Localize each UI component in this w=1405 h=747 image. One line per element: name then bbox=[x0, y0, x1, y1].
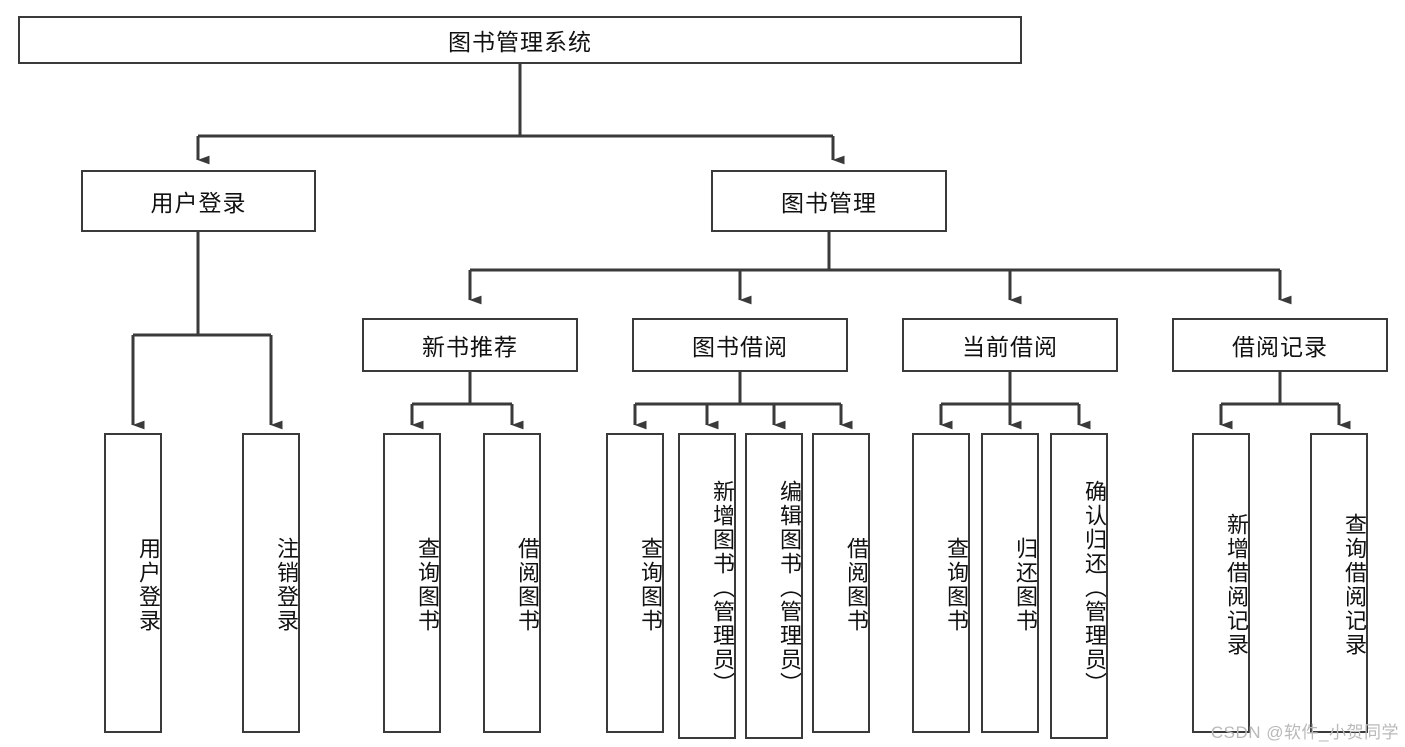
node-new-book-recommend[interactable]: 新书推荐 bbox=[362, 318, 578, 372]
node-label: 当前借阅 bbox=[962, 334, 1058, 360]
leaf-borrow-book[interactable]: 借阅图书 bbox=[812, 433, 870, 733]
node-label: 查询图书 bbox=[415, 537, 440, 633]
node-label: 查询图书 bbox=[638, 537, 663, 633]
node-current-borrow[interactable]: 当前借阅 bbox=[902, 318, 1118, 372]
node-label: 新增图书（管理员） bbox=[710, 480, 735, 696]
leaf-query-book-borrow[interactable]: 查询图书 bbox=[606, 433, 664, 733]
leaf-query-borrow-record[interactable]: 查询借阅记录 bbox=[1310, 433, 1368, 733]
node-borrow-record[interactable]: 借阅记录 bbox=[1172, 318, 1388, 372]
leaf-confirm-return-admin[interactable]: 确认归还（管理员） bbox=[1050, 433, 1108, 739]
node-user-login[interactable]: 用户登录 bbox=[81, 170, 316, 232]
leaf-borrow-book-recommend[interactable]: 借阅图书 bbox=[483, 433, 541, 733]
node-label: 编辑图书（管理员） bbox=[777, 480, 802, 696]
leaf-add-book-admin[interactable]: 新增图书（管理员） bbox=[678, 433, 736, 739]
leaf-edit-book-admin[interactable]: 编辑图书（管理员） bbox=[745, 433, 803, 739]
node-label: 借阅图书 bbox=[844, 537, 869, 633]
csdn-watermark: CSDN @软件_小贺同学 bbox=[1210, 723, 1399, 742]
leaf-return-book[interactable]: 归还图书 bbox=[981, 433, 1039, 733]
node-label: 图书借阅 bbox=[692, 334, 788, 360]
leaf-query-book-recommend[interactable]: 查询图书 bbox=[383, 433, 441, 733]
node-root-system[interactable]: 图书管理系统 bbox=[18, 16, 1022, 64]
leaf-add-borrow-record[interactable]: 新增借阅记录 bbox=[1192, 433, 1250, 733]
leaf-query-book-current[interactable]: 查询图书 bbox=[912, 433, 970, 733]
node-label: 借阅图书 bbox=[515, 537, 540, 633]
node-label: 图书管理系统 bbox=[448, 29, 592, 55]
node-label: 新增借阅记录 bbox=[1224, 513, 1249, 657]
leaf-logout-login[interactable]: 注销登录 bbox=[242, 433, 300, 733]
node-label: 用户登录 bbox=[136, 537, 161, 633]
node-label: 查询借阅记录 bbox=[1342, 513, 1367, 657]
node-label: 查询图书 bbox=[944, 537, 969, 633]
node-label: 确认归还（管理员） bbox=[1082, 480, 1107, 696]
node-label: 新书推荐 bbox=[422, 334, 518, 360]
node-book-borrow[interactable]: 图书借阅 bbox=[632, 318, 848, 372]
node-label: 图书管理 bbox=[781, 190, 877, 216]
leaf-user-login[interactable]: 用户登录 bbox=[104, 433, 162, 733]
node-label: 注销登录 bbox=[274, 537, 299, 633]
node-label: 归还图书 bbox=[1013, 537, 1038, 633]
node-label: 用户登录 bbox=[150, 190, 247, 216]
node-book-management[interactable]: 图书管理 bbox=[711, 170, 947, 232]
node-label: 借阅记录 bbox=[1232, 334, 1328, 360]
